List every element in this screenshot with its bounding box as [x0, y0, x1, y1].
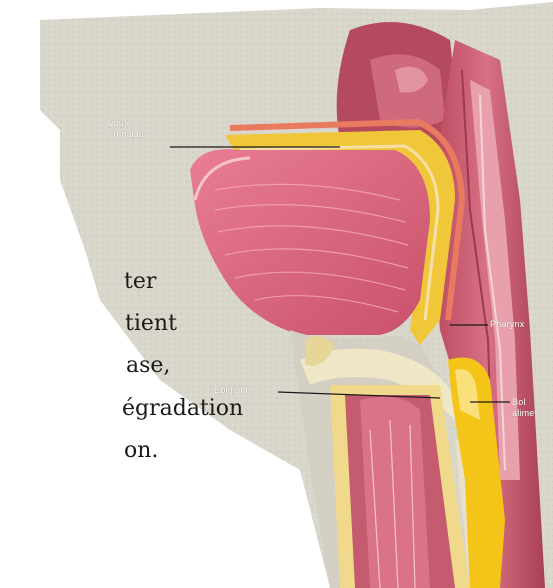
body-text-line-2: tient [125, 310, 177, 338]
bolus-label-line-1: Bol [512, 397, 535, 408]
body-text-line-1: ter [124, 268, 156, 296]
bolus-label: Bol alime [512, 397, 535, 419]
body-text-line-3: ase, [126, 352, 170, 380]
palate-label-line-1: Voûte [108, 118, 146, 129]
palate-label: Voûte du palais [108, 118, 146, 140]
palate-label-line-2: du palais [108, 129, 146, 140]
body-text-line-5: on. [124, 437, 158, 465]
body-text-line-4: égradation [122, 395, 243, 423]
pharynx-label: Pharynx [490, 319, 524, 330]
pharynx-label-text: Pharynx [490, 319, 524, 330]
bolus-label-line-2: alime [512, 408, 535, 419]
